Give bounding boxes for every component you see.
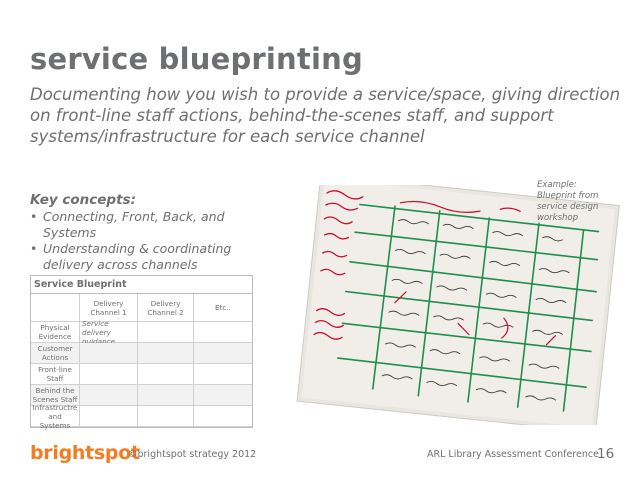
table-grid: Delivery Channel 1 Delivery Channel 2 Et… — [31, 294, 252, 430]
table-cell — [80, 364, 138, 385]
column-header: Delivery Channel 2 — [138, 294, 194, 322]
conference-name: ARL Library Assessment Conference — [427, 449, 599, 460]
bullet-icon: • — [30, 241, 38, 256]
table-cell — [80, 343, 138, 364]
example-caption-text: Example: Blueprint from service design w… — [537, 180, 599, 223]
table-cell — [31, 294, 80, 322]
row-header: Front-line Staff — [31, 364, 80, 385]
brightspot-logo-text: brightspot — [30, 442, 140, 464]
row-header: Behind the Scenes Staff — [31, 385, 80, 406]
subtitle: Documenting how you wish to provide a se… — [30, 85, 621, 146]
service-blueprint-table: Service Blueprint Delivery Channel 1 Del… — [30, 275, 253, 430]
brightspot-logo: brightspot — [30, 442, 140, 464]
row-header: Physical Evidence — [31, 322, 80, 343]
example-caption: Example: Blueprint from service design w… — [537, 180, 612, 224]
table-cell — [138, 322, 194, 343]
key-concept-item: • Connecting, Front, Back, and Systems — [30, 209, 280, 241]
table-cell — [138, 364, 194, 385]
table-cell — [138, 385, 194, 406]
row-header: Customer Actions — [31, 343, 80, 364]
key-concept-text: Understanding & coordinating delivery ac… — [43, 241, 232, 272]
table-cell — [138, 343, 194, 364]
table-cell — [194, 406, 252, 427]
whiteboard-photo — [296, 185, 620, 425]
table-cell: Service delivery guidance... — [80, 319, 138, 346]
page-title: service blueprinting — [30, 42, 363, 76]
table-title: Service Blueprint — [31, 276, 252, 294]
table-cell — [80, 385, 138, 406]
page-number: 16 — [597, 446, 615, 462]
table-cell — [194, 322, 252, 343]
table-cell — [194, 364, 252, 385]
copyright-text: ©brightspot strategy 2012 — [128, 449, 257, 460]
table-cell — [194, 385, 252, 406]
table-cell — [80, 406, 138, 427]
key-concept-text: Connecting, Front, Back, and Systems — [43, 209, 225, 240]
row-header: Infrastructre and Systems — [31, 403, 80, 430]
column-header: Etc.. — [194, 294, 252, 322]
key-concepts-list: • Connecting, Front, Back, and Systems • U… — [30, 209, 280, 273]
bullet-icon: • — [30, 209, 38, 224]
column-header: Delivery Channel 1 — [80, 294, 138, 322]
table-cell — [194, 343, 252, 364]
table-cell — [138, 406, 194, 427]
key-concept-item: • Understanding & coordinating delivery a… — [30, 241, 280, 273]
key-concepts-heading: Key concepts: — [30, 192, 136, 208]
